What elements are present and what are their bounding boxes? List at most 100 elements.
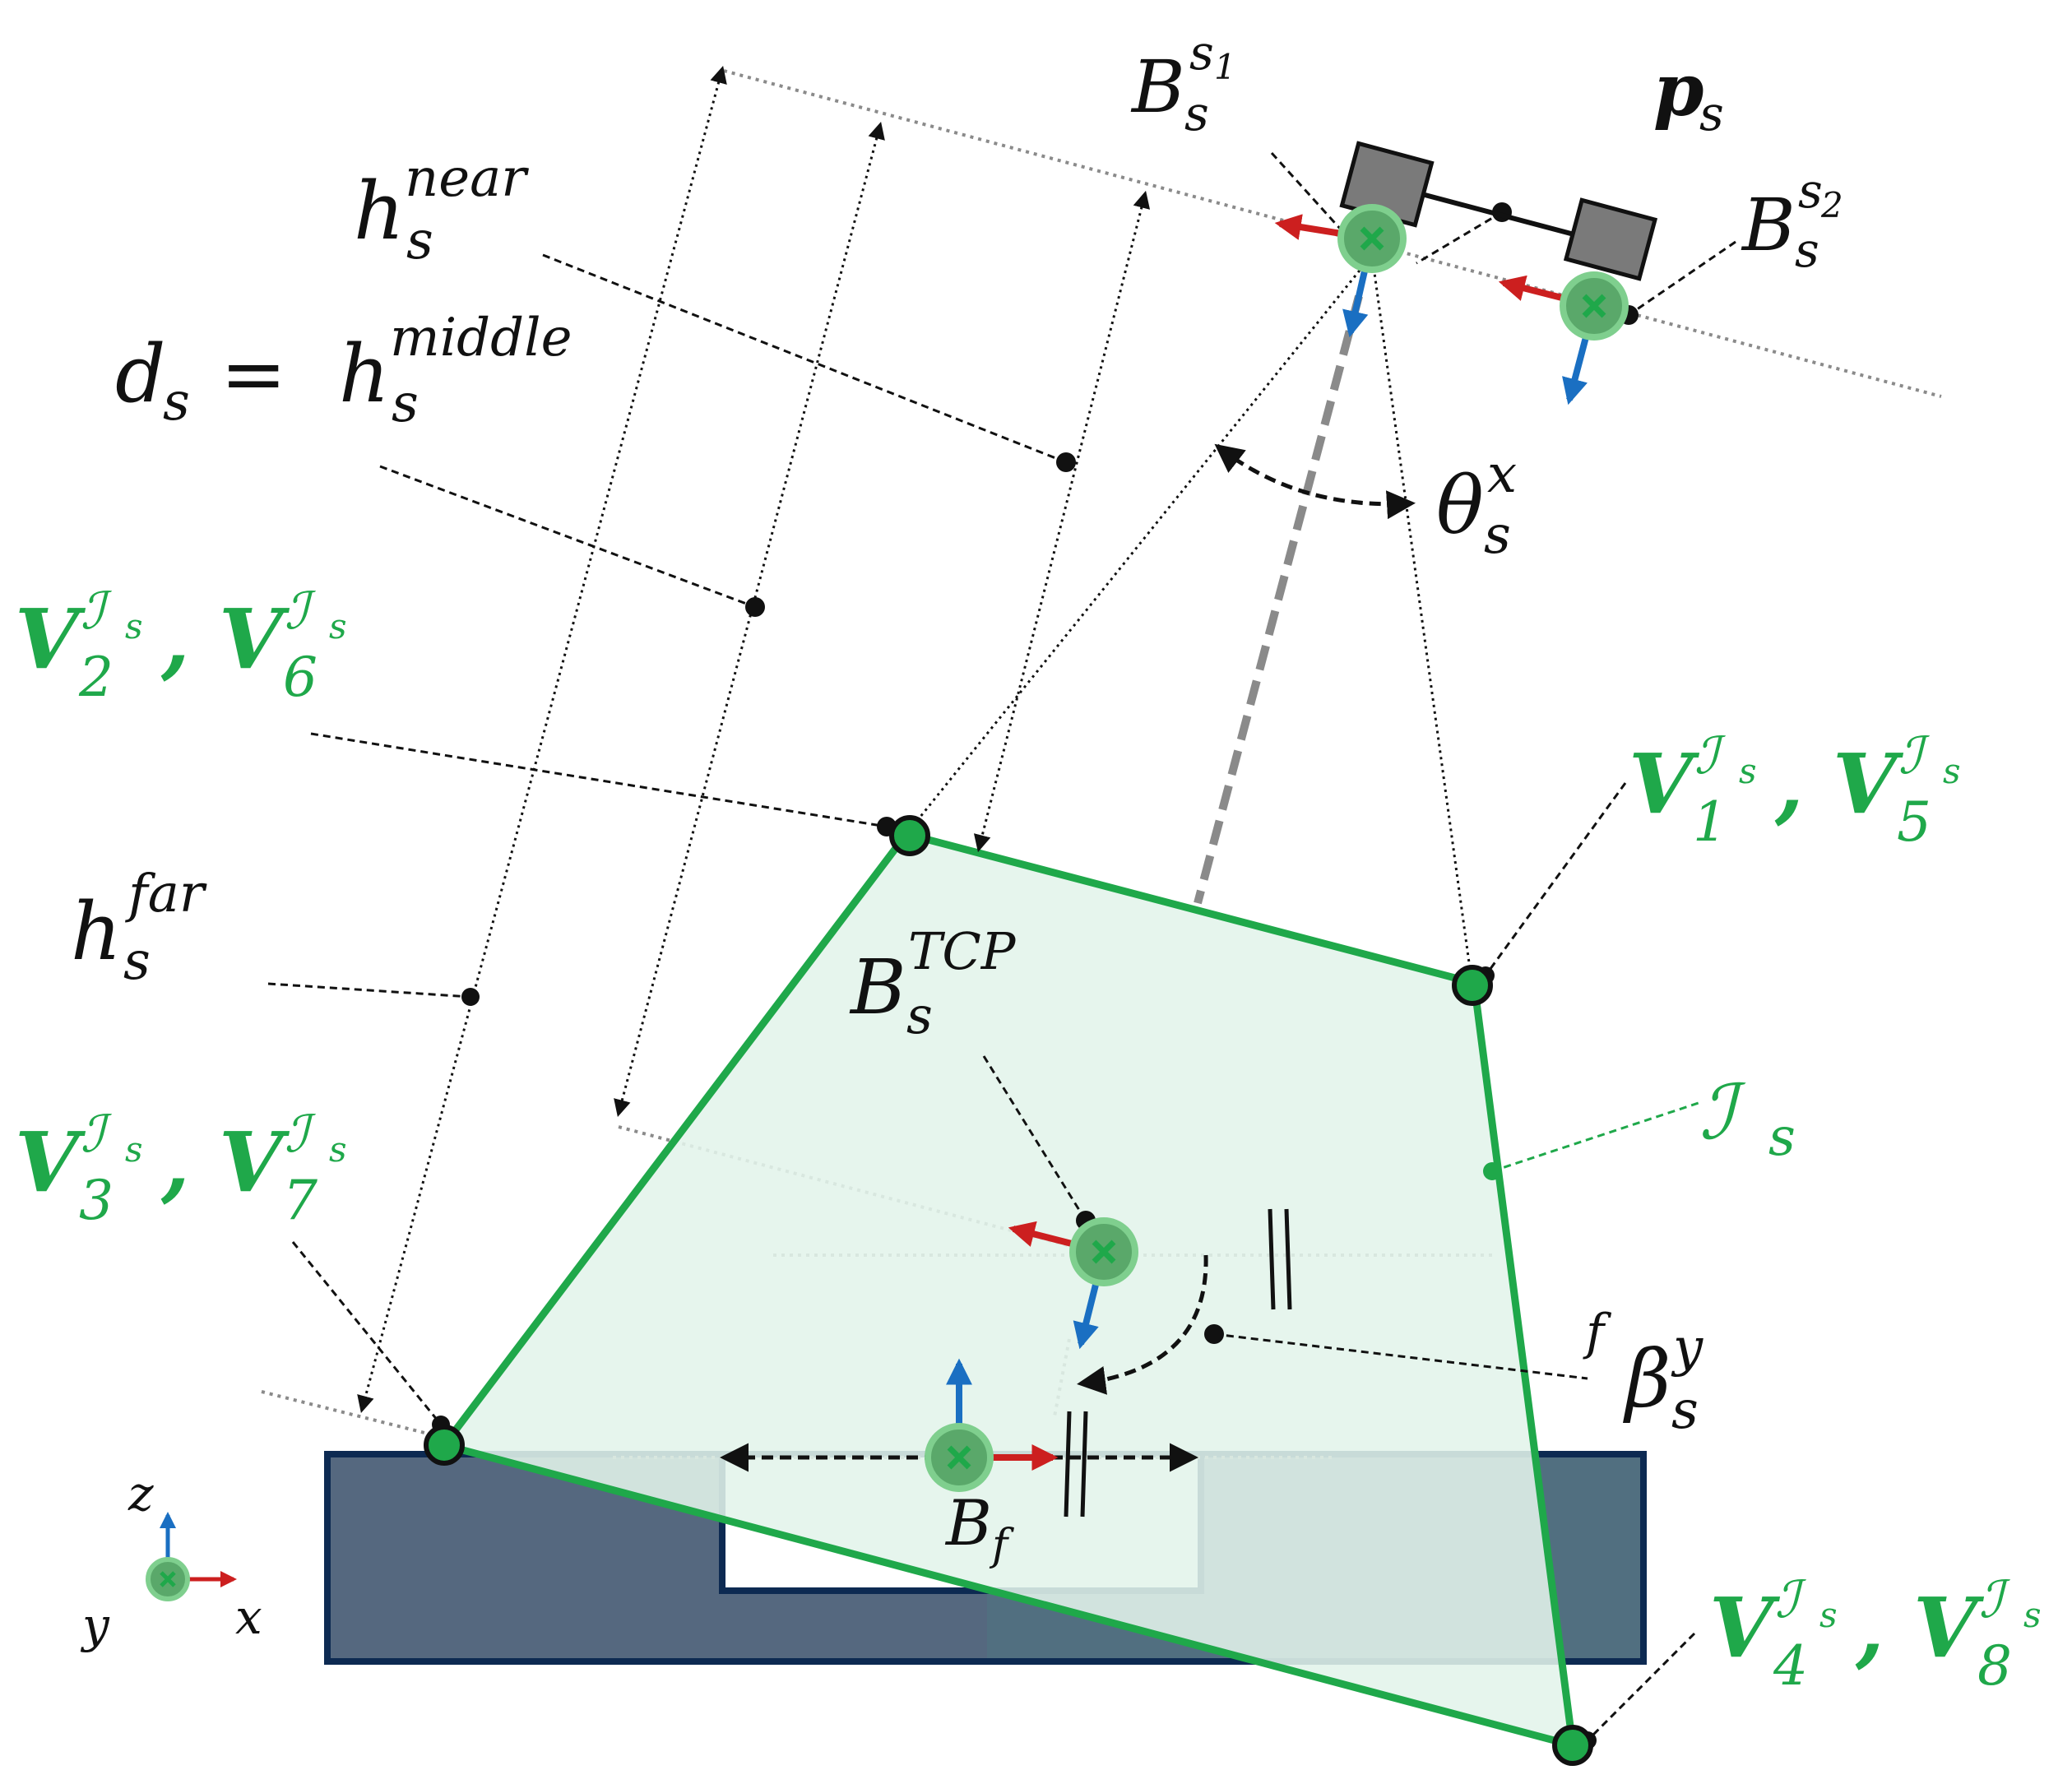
svg-text:s: s: [329, 1129, 347, 1170]
leader-lines: [267, 151, 1736, 1742]
label-v37: V 3 ℐ s , V 7 ℐ s: [15, 1104, 347, 1232]
frame-b-s1: [1274, 204, 1407, 338]
svg-text:7: 7: [283, 1169, 318, 1232]
svg-text:p: p: [1653, 47, 1704, 132]
sensor-optical-axis: [1194, 294, 1363, 905]
leader-b-s1: [1270, 151, 1351, 240]
svg-text:s: s: [163, 372, 190, 433]
vertex-markers: [424, 815, 1593, 1766]
label-theta: θ s x: [1436, 444, 1517, 566]
label-b-tcp: B s TCP: [849, 921, 1017, 1045]
svg-text:ℐ: ℐ: [81, 581, 113, 641]
svg-text:ℐ: ℐ: [1775, 1569, 1807, 1629]
svg-text:,: ,: [1774, 735, 1804, 832]
leader-b-s2: [1628, 240, 1736, 317]
svg-text:6: 6: [283, 646, 318, 709]
svg-text:s: s: [123, 931, 151, 992]
label-p-s: p s: [1653, 47, 1724, 141]
label-b-s2: B s s 2: [1741, 163, 1843, 278]
leader-b-tcp: [982, 1055, 1087, 1221]
svg-text:B: B: [944, 1486, 992, 1559]
svg-text:far: far: [125, 864, 207, 924]
axis-x-label: x: [235, 1589, 262, 1645]
svg-text:s: s: [2023, 1595, 2042, 1635]
leader-i-s: [1491, 1101, 1702, 1173]
vertex-v15: [1452, 965, 1493, 1006]
leader-h-far: [267, 982, 471, 999]
svg-text:,: ,: [160, 591, 190, 688]
svg-text:ℐ: ℐ: [1979, 1569, 2011, 1629]
svg-text:s: s: [1768, 1107, 1796, 1168]
label-d-middle: d s = h s middle: [115, 308, 572, 434]
svg-text:near: near: [405, 148, 529, 209]
axis-z-label: z: [127, 1466, 154, 1522]
axis-y-label: y: [80, 1597, 110, 1653]
leader-v48: [1586, 1632, 1696, 1742]
frame-world-axes: [146, 1512, 237, 1601]
leader-p-s: [1416, 211, 1503, 265]
label-beta: f β s y: [1583, 1304, 1703, 1441]
label-v48: V 4 ℐ s , V 8 ℐ s: [1709, 1569, 2042, 1698]
svg-text:ℐ: ℐ: [285, 581, 317, 641]
svg-text:s: s: [392, 373, 419, 434]
leader-v26: [310, 732, 888, 828]
svg-text:V: V: [1629, 735, 1700, 832]
sensor-head-2: [1563, 197, 1658, 281]
h-far-arrow: [357, 65, 727, 1414]
svg-text:B: B: [849, 943, 906, 1031]
vertex-v26: [889, 815, 930, 856]
svg-text:ℐ: ℐ: [1694, 725, 1727, 785]
vertex-v48: [1552, 1725, 1593, 1766]
theta-angle-arc: [1214, 443, 1416, 520]
svg-text:s: s: [1484, 505, 1511, 566]
label-v26: V 2 ℐ s , V 6 ℐ s: [15, 581, 347, 709]
leader-h-near: [542, 253, 1067, 464]
svg-text:V: V: [1913, 1579, 1985, 1676]
svg-text:1: 1: [1214, 47, 1236, 87]
svg-text:3: 3: [79, 1169, 114, 1232]
svg-text:h: h: [354, 165, 405, 257]
svg-text:V: V: [15, 1114, 86, 1211]
frame-b-s2: [1498, 271, 1629, 405]
svg-text:θ: θ: [1436, 460, 1484, 552]
leader-d-middle: [379, 465, 756, 609]
label-b-s1: B s s 1: [1130, 25, 1236, 141]
svg-text:s: s: [406, 211, 433, 271]
leader-v15: [1484, 782, 1627, 976]
svg-text:s: s: [125, 606, 143, 646]
svg-text:V: V: [1833, 735, 1904, 832]
frame-b-tcp: [1008, 1217, 1138, 1350]
svg-text:f: f: [1583, 1304, 1612, 1361]
svg-text:s: s: [1184, 86, 1209, 141]
svg-text:s: s: [125, 1129, 143, 1170]
svg-text:ℐ: ℐ: [81, 1104, 113, 1164]
sensor-bar: [1402, 187, 1597, 243]
svg-text:2: 2: [78, 646, 114, 709]
svg-text:=: =: [220, 328, 286, 420]
svg-text:h: h: [339, 328, 390, 420]
vertex-v37: [424, 1425, 465, 1466]
frame-b-f: [925, 1358, 1059, 1492]
beta-angle-arc: [1077, 1254, 1208, 1395]
label-i-s: ℐ s: [1699, 1068, 1796, 1168]
svg-text:x: x: [1487, 444, 1517, 505]
guide-far-plane: [261, 1390, 445, 1439]
svg-text:V: V: [219, 1114, 290, 1211]
leader-v37: [291, 1241, 443, 1425]
svg-text:s: s: [906, 985, 933, 1045]
svg-text:d: d: [115, 328, 165, 420]
svg-text:ℐ: ℐ: [1699, 1068, 1746, 1156]
label-world-axes: z y x: [80, 1466, 262, 1653]
svg-text:s: s: [1699, 86, 1724, 141]
svg-text:,: ,: [160, 1114, 190, 1211]
svg-text:TCP: TCP: [908, 921, 1017, 981]
distance-arrows: [357, 65, 1151, 1414]
svg-text:V: V: [1709, 1579, 1781, 1676]
leader-beta: [1213, 1332, 1588, 1380]
svg-text:ℐ: ℐ: [285, 1104, 317, 1164]
svg-text:V: V: [15, 591, 86, 688]
svg-text:8: 8: [1977, 1634, 2012, 1698]
leader-dot-i-s: [1483, 1162, 1501, 1180]
